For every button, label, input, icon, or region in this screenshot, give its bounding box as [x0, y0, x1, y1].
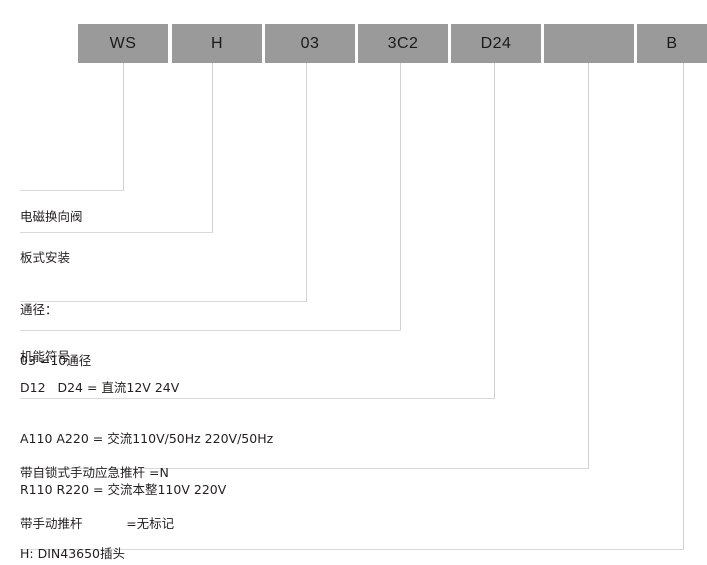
- description-manual-override-line-1: 带自锁式手动应急推杆 =N: [20, 465, 169, 480]
- code-box-3[interactable]: 03: [265, 24, 355, 63]
- leader-hline-2: [20, 232, 213, 233]
- leader-hline-4: [20, 330, 401, 331]
- code-box-4[interactable]: 3C2: [358, 24, 448, 63]
- code-box-7-value: B: [666, 34, 678, 52]
- code-box-7[interactable]: B: [637, 24, 707, 63]
- description-voltage-line-2: A110 A220 = 交流110V/50Hz 220V/50Hz: [20, 431, 274, 446]
- code-box-2[interactable]: H: [172, 24, 262, 63]
- description-function-symbol-line-1: 机能符号: [20, 349, 71, 364]
- leader-vline-4: [400, 63, 401, 331]
- code-box-2-value: H: [210, 34, 224, 52]
- description-manual-override-line-2: 带手动推杆 =无标记: [20, 516, 175, 531]
- code-box-6-empty[interactable]: [544, 24, 634, 63]
- description-mounting: 板式安装: [20, 215, 70, 300]
- description-bore-line-2: 03 =10通径: [20, 353, 92, 368]
- leader-hline-6: [20, 468, 589, 469]
- description-connector-line-1: H: DIN43650插头: [20, 546, 126, 561]
- description-valve-type-line-1: 电磁换向阀: [20, 209, 83, 224]
- description-voltage-line-3: R110 R220 = 交流本整110V 220V: [20, 482, 227, 497]
- description-valve-type: 电磁换向阀: [20, 174, 83, 259]
- code-box-5-value: D24: [480, 34, 512, 52]
- leader-vline-3: [306, 63, 307, 302]
- description-manual-override: 带自锁式手动应急推杆 =N 带手动推杆 =无标记: [20, 430, 174, 565]
- description-bore: 通径： 03 =10通径: [20, 267, 91, 403]
- leader-vline-1: [123, 63, 124, 191]
- leader-hline-5: [20, 398, 495, 399]
- leader-hline-3: [20, 301, 307, 302]
- leader-hline-1: [20, 190, 124, 191]
- description-mounting-line-1: 板式安装: [20, 250, 71, 265]
- description-voltage: D12 D24 = 直流12V 24V A110 A220 = 交流110V/5…: [20, 345, 273, 532]
- leader-hline-7: [20, 549, 684, 550]
- leader-vline-6: [588, 63, 589, 469]
- description-function-symbol: 机能符号: [20, 314, 70, 399]
- code-box-5[interactable]: D24: [451, 24, 541, 63]
- code-box-1-value: WS: [109, 34, 137, 52]
- description-bore-line-1: 通径：: [20, 302, 58, 317]
- code-box-1[interactable]: WS: [78, 24, 168, 63]
- leader-vline-2: [212, 63, 213, 233]
- code-box-4-value: 3C2: [387, 34, 419, 52]
- description-connector: H: DIN43650插头 B：接线盒: [20, 511, 125, 565]
- leader-vline-7: [683, 63, 684, 550]
- leader-vline-5: [494, 63, 495, 399]
- description-voltage-line-1: D12 D24 = 直流12V 24V: [20, 380, 180, 395]
- code-box-3-value: 03: [300, 34, 320, 52]
